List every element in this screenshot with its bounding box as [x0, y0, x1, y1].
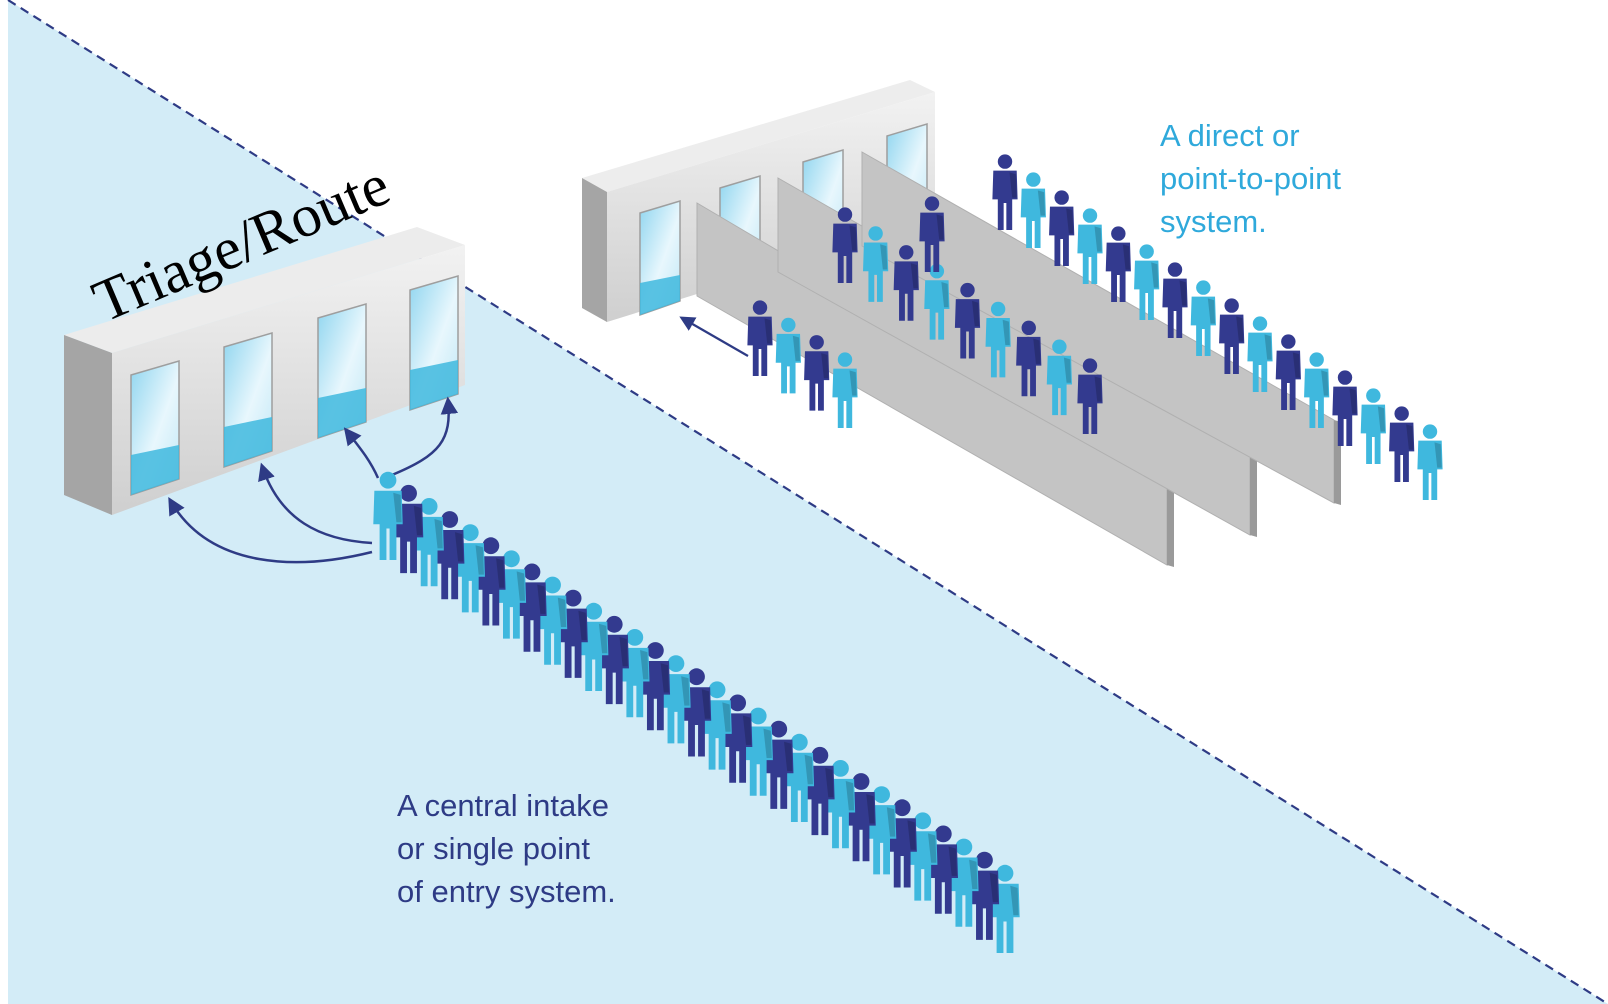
person-icon — [924, 264, 950, 340]
person-icon — [992, 154, 1018, 230]
person-icon — [1049, 190, 1075, 266]
person-icon — [1077, 208, 1103, 284]
person-icon — [1417, 424, 1443, 500]
person-icon — [1247, 316, 1273, 392]
person-icon — [1304, 352, 1330, 428]
person-icon — [1360, 388, 1386, 464]
person-icon — [1134, 244, 1160, 320]
counter-front — [112, 245, 465, 515]
person-icon — [1190, 280, 1216, 356]
central-caption-line-2: or single point — [397, 831, 591, 866]
person-icon — [1020, 172, 1046, 248]
person-icon — [832, 352, 858, 428]
person-icon — [893, 245, 919, 321]
person-icon — [863, 226, 889, 302]
person-icon — [1016, 320, 1042, 397]
direct-caption-line-1: A direct or — [1160, 118, 1300, 153]
person-icon — [985, 301, 1011, 378]
counter-top — [64, 227, 465, 353]
direct-wall-top — [582, 80, 935, 192]
direct-caption-line-2: point-to-point — [1160, 161, 1341, 196]
person-icon — [1275, 334, 1301, 410]
person-icon — [954, 282, 981, 359]
counter-side — [64, 335, 112, 515]
routing-arrows — [168, 396, 459, 564]
direct-caption-line-3: system. — [1160, 204, 1267, 239]
central-caption-line-3: of entry system. — [397, 874, 616, 909]
person-icon — [1219, 298, 1245, 374]
person-icon — [1077, 358, 1103, 434]
person-icon — [919, 196, 945, 272]
routing-arrow-icon — [343, 427, 380, 479]
central-intake-queue — [373, 471, 1020, 953]
person-icon — [804, 335, 830, 411]
routing-arrow-icon — [168, 496, 373, 564]
direct-wall-front — [607, 92, 935, 322]
direct-wall-side — [582, 178, 607, 322]
person-icon — [1389, 406, 1415, 482]
direct-arrow-icon — [679, 316, 749, 357]
routing-arrow-icon — [258, 462, 373, 545]
direct-system-queues — [679, 154, 1443, 500]
person-icon — [747, 300, 773, 376]
direct-system-walls — [582, 80, 1341, 567]
person-icon — [775, 317, 801, 394]
person-icon — [1046, 339, 1072, 416]
central-caption-line-1: A central intake — [397, 788, 609, 823]
central-system-caption: A central intake or single point of entr… — [397, 784, 616, 913]
person-icon — [373, 471, 403, 560]
direct-system-caption: A direct or point-to-point system. — [1160, 114, 1341, 243]
triage-route-counter — [64, 227, 465, 515]
person-icon — [1162, 262, 1188, 338]
person-icon — [832, 207, 858, 283]
person-icon — [1332, 370, 1358, 446]
routing-arrow-icon — [391, 396, 459, 477]
person-icon — [1105, 226, 1131, 302]
